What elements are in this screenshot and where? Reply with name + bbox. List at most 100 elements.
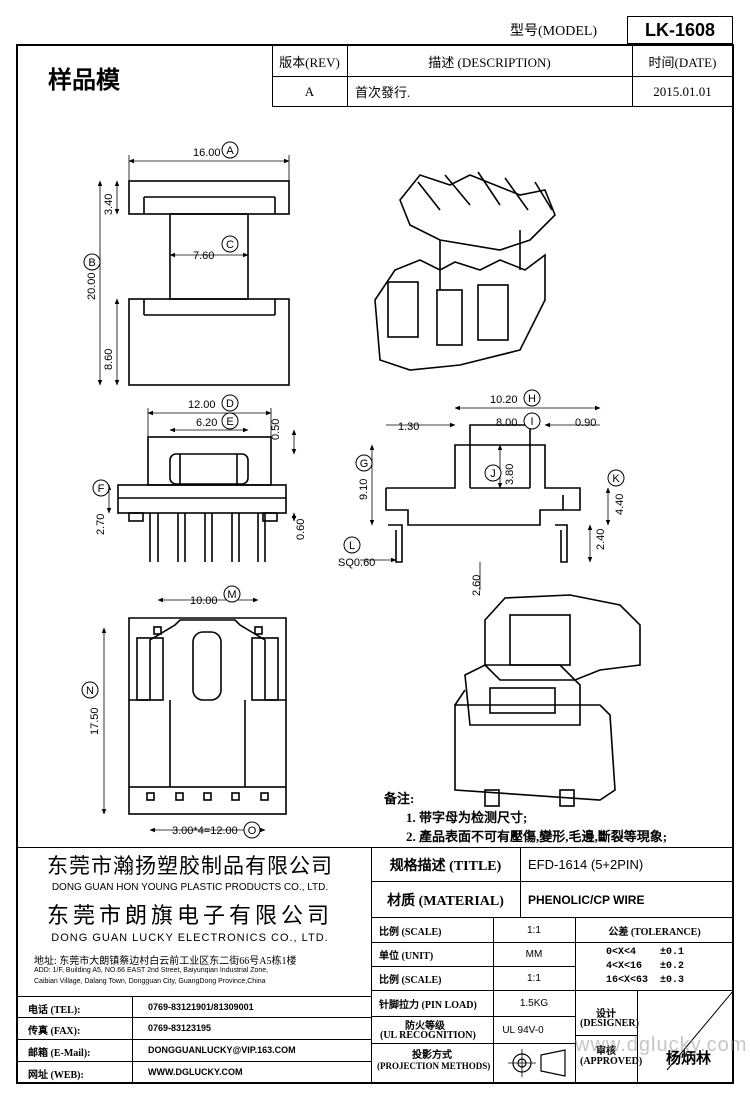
rev-value: A [304, 83, 315, 99]
dim-bottom-flange: 8.60 [103, 349, 115, 370]
address-cn: 地址: 东莞市大朗镇蔡边村白云前工业区东二街66号A5栋1楼 [34, 956, 297, 967]
fax-label: 传真 (FAX): [28, 1026, 81, 1037]
dim-sec-inner: 8.00 [496, 417, 517, 429]
address-en-2: Caibian Village, Dalang Town, Dongguan C… [34, 978, 266, 985]
proj-label-1: 投影方式 [412, 1050, 452, 1061]
tag-d: D [226, 398, 234, 410]
designer-label-2: (DESIGNER) [580, 1018, 639, 1029]
tel-label: 电话 (TEL): [28, 1005, 81, 1016]
isometric-assembled [374, 171, 556, 371]
dim-bot-height: 17.50 [89, 707, 101, 735]
dim-sec-right: 0.90 [575, 417, 596, 429]
dim-pin-pitch: 3.00*4=12.00 [172, 825, 238, 837]
tag-j: J [490, 468, 496, 480]
technical-drawing: A B C D E F H I G J K L M N O 16.00 7.60… [81, 141, 641, 839]
pin-load-value: 1.5KG [519, 998, 549, 1009]
dim-side-inner: 6.20 [196, 417, 217, 429]
tag-i: I [530, 416, 533, 428]
dim-core-width: 7.60 [193, 250, 214, 262]
isometric-exploded [454, 594, 641, 807]
dim-sec-step: 4.40 [614, 494, 626, 515]
tag-k: K [612, 473, 620, 485]
tag-o: O [248, 825, 257, 837]
tag-g: G [360, 458, 369, 470]
web-label: 网址 (WEB): [28, 1070, 84, 1081]
email-value: DONGGUANLUCKY@VIP.163.COM [148, 1045, 296, 1055]
dim-top-flange: 3.40 [103, 194, 115, 215]
pin-load-label: 针脚拉力 (PIN LOAD) [379, 1000, 477, 1011]
proj-label-2: (PROJECTION METHODS) [377, 1061, 491, 1071]
model-value: LK-1608 [644, 19, 716, 40]
drawing-frame [16, 44, 734, 1084]
dim-bot-width: 10.00 [190, 595, 218, 607]
note-1: 1. 带字母为检测尺寸; [406, 810, 528, 825]
date-value: 2015.01.01 [653, 83, 712, 99]
email-label: 邮箱 (E-Mail): [28, 1048, 91, 1059]
diagonal-line [666, 990, 734, 1071]
tag-e: E [226, 416, 233, 428]
designer-label-1: 设计 [596, 1009, 616, 1020]
title-value: EFD-1614 (5+2PIN) [528, 857, 644, 872]
company-name-en-2: DONG GUAN LUCKY ELECTRONICS CO., LTD. [51, 932, 329, 944]
approved-label-1: 审核 [596, 1046, 616, 1057]
dim-total-height: 20.00 [86, 272, 98, 300]
dim-pin-size: SQ0.60 [338, 557, 375, 569]
tag-m: M [227, 589, 236, 601]
company-name-en-1: DONG GUAN HON YOUNG PLASTIC PRODUCTS CO.… [51, 882, 329, 893]
dim-side-width: 12.00 [188, 399, 216, 411]
watermark: www.dglucky.com [575, 1034, 748, 1056]
side-view [117, 436, 287, 562]
approved-label-2: (APPROVED) [580, 1056, 643, 1067]
unit-label: 单位 (UNIT) [379, 951, 434, 962]
dim-sec-left: 1.30 [398, 421, 419, 433]
ul-label-1: 防火等级 [405, 1021, 445, 1032]
tag-b: B [88, 257, 95, 269]
date-header: 时间(DATE) [648, 54, 717, 70]
note-2: 2. 產品表面不可有壓傷,變形,毛邊,斷裂等現象; [406, 829, 668, 844]
model-value-box: LK-1608 [627, 16, 733, 44]
web-value: WWW.DGLUCKY.COM [148, 1067, 243, 1077]
dim-top-width: 16.00 [193, 147, 221, 159]
scale2-value: 1:1 [527, 973, 541, 984]
notes-title: 备注: [384, 791, 415, 806]
unit-value: MM [525, 949, 543, 960]
model-label: 型号(MODEL) [510, 24, 598, 39]
tag-f: F [98, 483, 105, 495]
sample-title: 样品模 [48, 68, 120, 94]
scale2-label: 比例 (SCALE) [379, 975, 442, 986]
tolerance-label: 公差 (TOLERANCE) [608, 926, 701, 938]
tol-1: 0<X<4 ±0.1 [606, 947, 685, 958]
bottom-view [128, 617, 287, 815]
tag-h: H [528, 393, 536, 405]
tag-a: A [226, 145, 234, 157]
dim-side-base: 2.70 [95, 514, 107, 535]
scale-label: 比例 (SCALE) [379, 926, 442, 938]
tag-l: L [349, 540, 355, 552]
title-label: 规格描述 (TITLE) [389, 858, 502, 874]
company-name-cn-2: 东莞市朗旗电子有限公司 [46, 903, 333, 928]
rev-header: 版本(REV) [279, 54, 340, 70]
material-value: PHENOLIC/CP WIRE [528, 892, 645, 907]
dim-sec-height: 9.10 [358, 479, 370, 500]
approver-name: 杨炳林 [666, 1051, 712, 1067]
dim-sec-width: 10.20 [490, 394, 518, 406]
dim-side-top-gap: 0.50 [270, 419, 282, 440]
tag-c: C [226, 239, 234, 251]
dim-pin-len: 2.60 [471, 575, 483, 596]
ul-value: UL 94V-0 [502, 1024, 544, 1036]
company-name-cn-1: 东莞市瀚扬塑胶制品有限公司 [47, 854, 333, 878]
desc-value: 首次發行. [355, 85, 411, 100]
fax-value: 0769-83123195 [148, 1023, 212, 1033]
section-view [385, 424, 581, 563]
dim-sec-core: 3.80 [504, 464, 516, 485]
tol-3: 16<X<63 ±0.3 [606, 975, 685, 986]
dim-sec-pin: 2.40 [595, 529, 607, 550]
tag-n: N [86, 685, 94, 697]
material-label: 材质 (MATERIAL) [387, 893, 504, 909]
scale-value: 1:1 [527, 924, 541, 936]
desc-header: 描述 (DESCRIPTION) [428, 54, 551, 70]
tel-value: 0769-83121901/81309001 [148, 1002, 254, 1012]
ul-label-2: (UL RECOGNITION) [380, 1030, 476, 1041]
projection-symbol-icon [508, 1049, 566, 1077]
tol-2: 4<X<16 ±0.2 [606, 961, 685, 972]
